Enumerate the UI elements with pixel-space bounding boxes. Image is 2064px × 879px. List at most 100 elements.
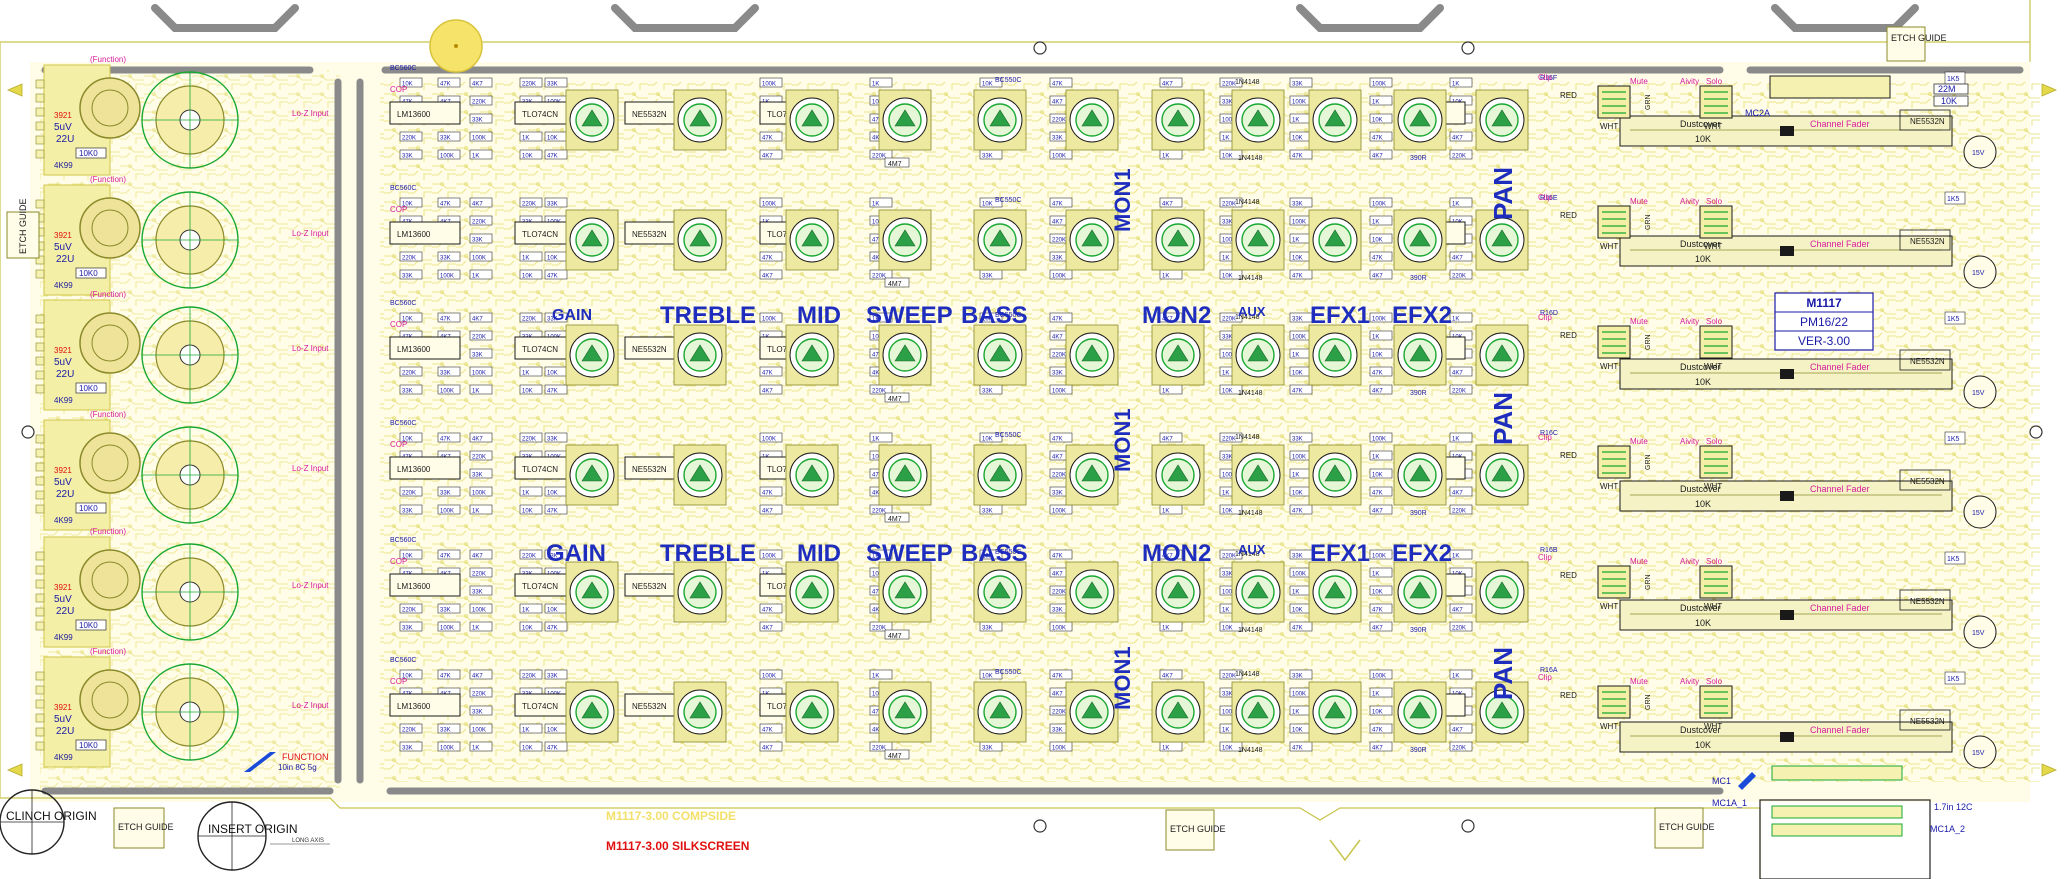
led-red: RED — [1560, 211, 1577, 220]
resistor-value: 33K — [1052, 608, 1063, 614]
resistor — [437, 131, 461, 142]
pot-wiper — [1081, 581, 1103, 599]
led-wht: WHT — [1704, 722, 1722, 731]
potentiometer — [1231, 681, 1285, 743]
etch-guides: ETCH GUIDE ETCH GUIDE ETCH GUIDE ETCH GU… — [6, 26, 1947, 851]
resistor — [544, 269, 568, 280]
resistor-value: 47K — [762, 491, 773, 497]
led-wht: WHT — [1600, 242, 1618, 251]
ic-label: NE5532N — [632, 230, 667, 239]
resistor — [437, 149, 461, 160]
resistor-value: 33K — [402, 154, 413, 160]
resistor — [469, 450, 493, 461]
resistor-value: 1K — [1452, 674, 1459, 680]
resistor-value: 1K5 — [1947, 676, 1960, 683]
resistor-value: 1K5 — [1947, 196, 1960, 203]
resistor — [399, 504, 423, 515]
resistor-value: 47K — [1372, 491, 1383, 497]
resistor-value: 1K — [1162, 389, 1169, 395]
resistor — [759, 504, 783, 515]
potentiometer — [1475, 89, 1529, 151]
resistor — [1369, 687, 1393, 698]
potentiometer — [878, 89, 932, 151]
resistor-value: 33K — [1292, 674, 1303, 680]
ic-label: TLO74CN — [767, 702, 803, 711]
edge-pad — [35, 269, 45, 279]
pot-wiper — [1081, 229, 1103, 247]
clinch-origin-label: CLINCH ORIGIN — [6, 809, 97, 823]
potentiometer — [785, 444, 839, 506]
resistor — [759, 149, 783, 160]
resistor-value: 1K5 — [1947, 556, 1960, 563]
resistor — [519, 366, 543, 377]
resistor-value: 1K — [1162, 626, 1169, 632]
resistor-value: 1K — [1222, 728, 1229, 734]
resistor-value: 1K — [1452, 317, 1459, 323]
led-wht: WHT — [1704, 602, 1722, 611]
resistor-value: 47K — [762, 371, 773, 377]
resistor-value: 4M7 — [888, 396, 902, 403]
input-function-label: (Function) — [90, 647, 126, 656]
resistor — [437, 251, 461, 262]
resistor — [1369, 131, 1393, 142]
pot-wiper — [1409, 464, 1431, 482]
resistor — [759, 312, 783, 323]
resistor — [437, 504, 461, 515]
input-res2: 4K99 — [54, 516, 73, 525]
potentiometer — [973, 89, 1027, 151]
resistor — [759, 486, 783, 497]
resistor-value: 1K5 — [1947, 436, 1960, 443]
resistor-value: 10K — [547, 608, 558, 614]
resistor — [399, 603, 423, 614]
ic-label: TLO74CN — [767, 345, 803, 354]
resistor — [1219, 149, 1243, 160]
resistor — [979, 312, 1003, 323]
resistor-value: 33K — [547, 202, 558, 208]
resistor — [399, 197, 423, 208]
input-jack-xlr — [79, 197, 141, 259]
input-cap: 22U — [56, 254, 74, 265]
resistor-value: 1K — [1222, 608, 1229, 614]
lo-z-label: Lo-Z Input — [292, 109, 329, 118]
pot-wiper — [1409, 109, 1431, 127]
resistor-value: 4K7 — [472, 317, 483, 323]
resistor — [1289, 549, 1313, 560]
resistor — [519, 384, 543, 395]
resistor-value: 4K7 — [1372, 389, 1383, 395]
resistor — [1369, 504, 1393, 515]
resistor — [1369, 77, 1393, 88]
resistor — [1449, 504, 1473, 515]
label-sweep-1: SWEEP — [866, 302, 953, 329]
resistor-value: 33K — [402, 626, 413, 632]
edge-pad — [35, 727, 45, 737]
transistor-label: BC550C — [995, 77, 1021, 84]
resistor-value: 10K — [402, 437, 413, 443]
led-red: RED — [1560, 331, 1577, 340]
resistor-value: 47K — [1292, 626, 1303, 632]
clip-label: Clip — [1538, 553, 1552, 562]
resistor-value: 100K — [440, 746, 454, 752]
resistor — [1159, 669, 1183, 680]
resistor-value: 47K — [1052, 202, 1063, 208]
input-function-label: (Function) — [90, 527, 126, 536]
label-mon1-1: MON1 — [1110, 168, 1135, 232]
resistor — [759, 621, 783, 632]
resistor-value: 33K — [547, 317, 558, 323]
potentiometer — [1151, 89, 1205, 151]
edge-pad — [35, 713, 45, 723]
transistor-label: BC560C — [390, 537, 416, 544]
resistor-value: 47K — [1292, 389, 1303, 395]
resistor — [759, 269, 783, 280]
resistor-value: 10K — [1292, 371, 1303, 377]
etch-guide-bottom-3: ETCH GUIDE — [1654, 807, 1715, 849]
resistor — [1369, 669, 1393, 680]
resistor — [519, 486, 543, 497]
pot-wiper — [801, 464, 823, 482]
label-efx1-2: EFX1 — [1310, 540, 1370, 567]
resistor — [1369, 251, 1393, 262]
resistor-value: 1K — [522, 608, 529, 614]
resistor — [469, 504, 493, 515]
